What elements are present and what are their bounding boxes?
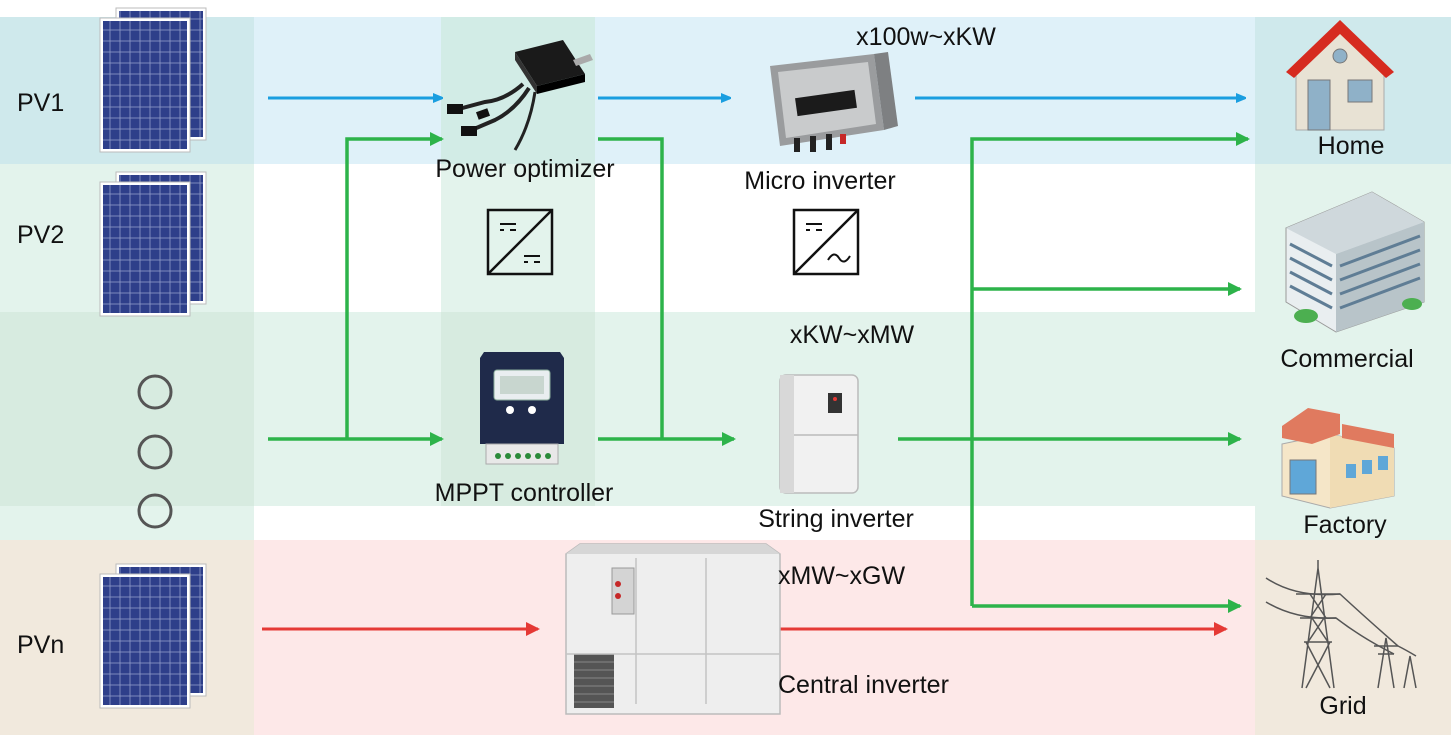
green-flow bbox=[268, 132, 1250, 613]
label-factory: Factory bbox=[1303, 511, 1387, 539]
row-label-pv1: PV1 bbox=[17, 89, 65, 117]
label-home: Home bbox=[1317, 132, 1385, 160]
label-commercial: Commercial bbox=[1280, 345, 1414, 373]
micro-inverter-icon bbox=[770, 52, 898, 152]
label-micro-inverter: Micro inverter bbox=[744, 167, 896, 195]
row-label-pv2: PV2 bbox=[17, 221, 65, 249]
ellipsis-circles bbox=[137, 374, 173, 529]
label-central-inverter: Central inverter bbox=[778, 671, 949, 699]
factory-icon bbox=[1281, 408, 1395, 509]
dc-ac-converter-symbol bbox=[792, 208, 860, 276]
range-micro: x100w~xKW bbox=[856, 23, 996, 51]
label-grid: Grid bbox=[1319, 692, 1367, 720]
label-string-inverter: String inverter bbox=[758, 505, 914, 533]
range-central: xMW~xGW bbox=[778, 562, 906, 590]
transmission-tower-icon bbox=[1265, 560, 1417, 689]
central-inverter-icon bbox=[565, 543, 781, 715]
solar-panel-icon bbox=[99, 171, 207, 317]
label-power-optimizer: Power optimizer bbox=[435, 155, 615, 183]
label-mppt-controller: MPPT controller bbox=[434, 479, 614, 507]
mppt-controller-icon bbox=[480, 352, 564, 465]
string-inverter-icon bbox=[779, 374, 859, 494]
range-string: xKW~xMW bbox=[789, 321, 915, 349]
house-icon bbox=[1286, 20, 1394, 131]
office-building-icon bbox=[1285, 191, 1425, 333]
dc-dc-converter-symbol bbox=[486, 208, 554, 276]
row-label-pvn: PVn bbox=[17, 631, 65, 659]
power-optimizer-icon bbox=[447, 40, 593, 151]
solar-panel-icon bbox=[99, 563, 207, 709]
solar-panel-icon bbox=[99, 7, 207, 153]
